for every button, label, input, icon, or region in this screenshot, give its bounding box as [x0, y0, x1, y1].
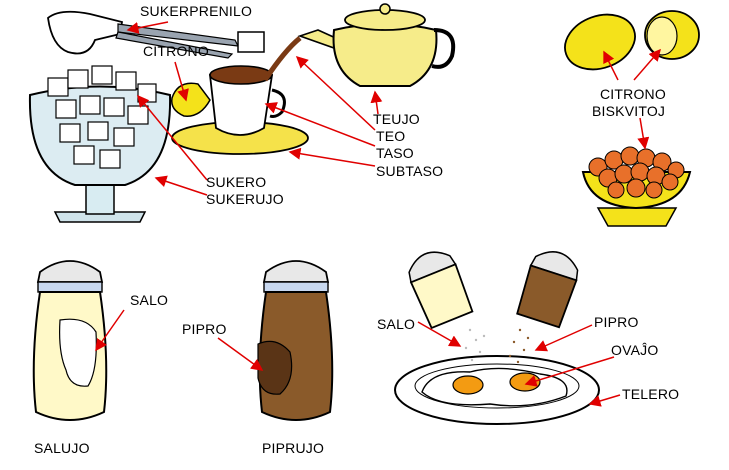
- label-salujo: SALUJO: [34, 440, 90, 456]
- label-arrows: [95, 21, 661, 407]
- lemons-illustration: [564, 10, 700, 71]
- label-teujo: TEUJO: [373, 111, 420, 127]
- pepper-shaker-illustration: [257, 260, 334, 421]
- label-sukero: SUKERO: [206, 174, 267, 190]
- sugar-tongs-illustration: [47, 10, 265, 59]
- teapot-illustration: [262, 3, 456, 87]
- label-taso: TASO: [376, 145, 414, 161]
- label-sukerprenilo: SUKERPRENILO: [140, 3, 253, 19]
- label-salo-shaker: SALO: [130, 292, 169, 308]
- sugar-cubes: [47, 65, 157, 169]
- label-sukerujo: SUKERUJO: [206, 191, 284, 207]
- label-ovajo: OVAĴO: [611, 342, 659, 358]
- biscuits: [588, 146, 685, 199]
- label-telero: TELERO: [622, 386, 680, 402]
- label-subtaso: SUBTASO: [376, 163, 444, 179]
- label-pipro-plate: PIPRO: [594, 314, 639, 330]
- salt-grains: [464, 328, 486, 362]
- label-citrono-top: CITRONO: [143, 43, 209, 59]
- biscuit-bowl-illustration: [581, 146, 692, 227]
- label-biskvitoj: BISKVITOJ: [592, 103, 666, 119]
- label-citrono-right: CITRONO: [600, 86, 666, 102]
- label-salo-plate: SALO: [377, 316, 416, 332]
- salt-shaker-illustration: [32, 260, 108, 421]
- label-piprujo: PIPRUJO: [262, 440, 325, 456]
- egg-plate-illustration: [394, 251, 600, 425]
- label-teo: TEO: [376, 128, 406, 144]
- label-pipro-shaker: PIPRO: [182, 321, 227, 337]
- tea-cup-illustration: [171, 65, 309, 155]
- sugar-bowl-illustration: [28, 65, 172, 223]
- pepper-grains: [508, 328, 530, 364]
